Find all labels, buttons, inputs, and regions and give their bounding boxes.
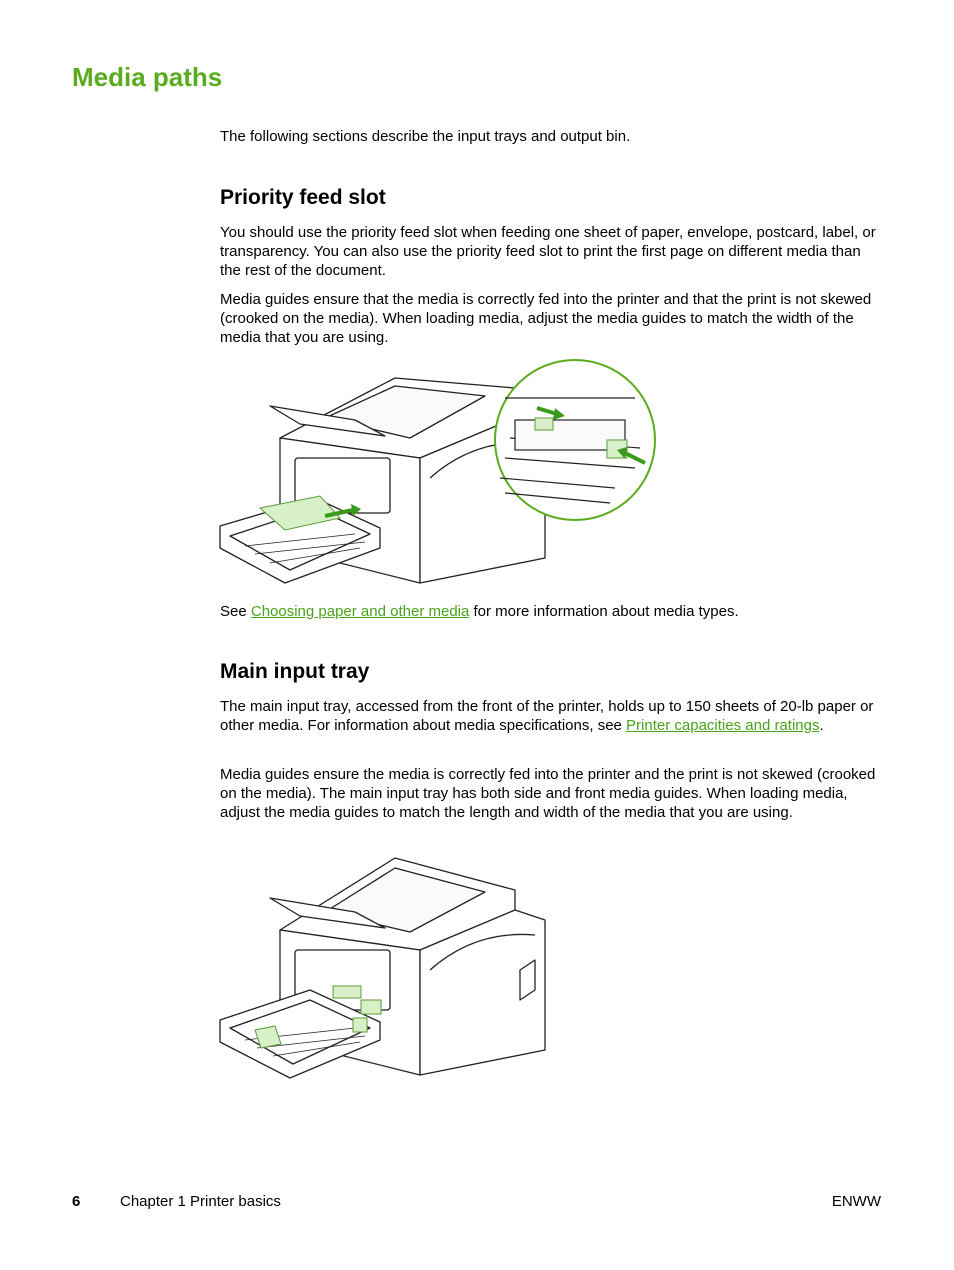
- section-title-main-input-tray: Main input tray: [220, 660, 370, 683]
- intro-paragraph: The following sections describe the inpu…: [220, 128, 631, 145]
- main-tray-paragraph-2: Media guides ensure the media is correct…: [220, 766, 876, 821]
- priority-paragraph-2: Media guides ensure that the media is co…: [220, 291, 872, 346]
- choosing-paper-link[interactable]: Choosing paper and other media: [250, 603, 470, 620]
- see-prefix: See: [220, 603, 251, 620]
- priority-see-also: See Choosing paper and other media for m…: [220, 602, 880, 621]
- priority-paragraph-1: You should use the priority feed slot wh…: [220, 224, 876, 279]
- main-input-tray-illustration: [219, 857, 546, 1079]
- main-tray-p1-end: .: [819, 717, 824, 734]
- footer-code: ENWW: [831, 1193, 881, 1210]
- page-title: Media paths: [72, 62, 223, 92]
- main-tray-p1-text: The main input tray, accessed from the f…: [220, 698, 874, 734]
- main-tray-paragraph-1: The main input tray, accessed from the f…: [220, 697, 880, 735]
- priority-feed-slot-illustration: [219, 359, 656, 584]
- section-title-priority-feed-slot: Priority feed slot: [220, 186, 386, 209]
- printer-capacities-link[interactable]: Printer capacities and ratings: [626, 717, 820, 734]
- footer-page-number: 6: [72, 1193, 81, 1210]
- footer-chapter: Chapter 1 Printer basics: [120, 1193, 281, 1210]
- see-suffix: for more information about media types.: [469, 603, 739, 620]
